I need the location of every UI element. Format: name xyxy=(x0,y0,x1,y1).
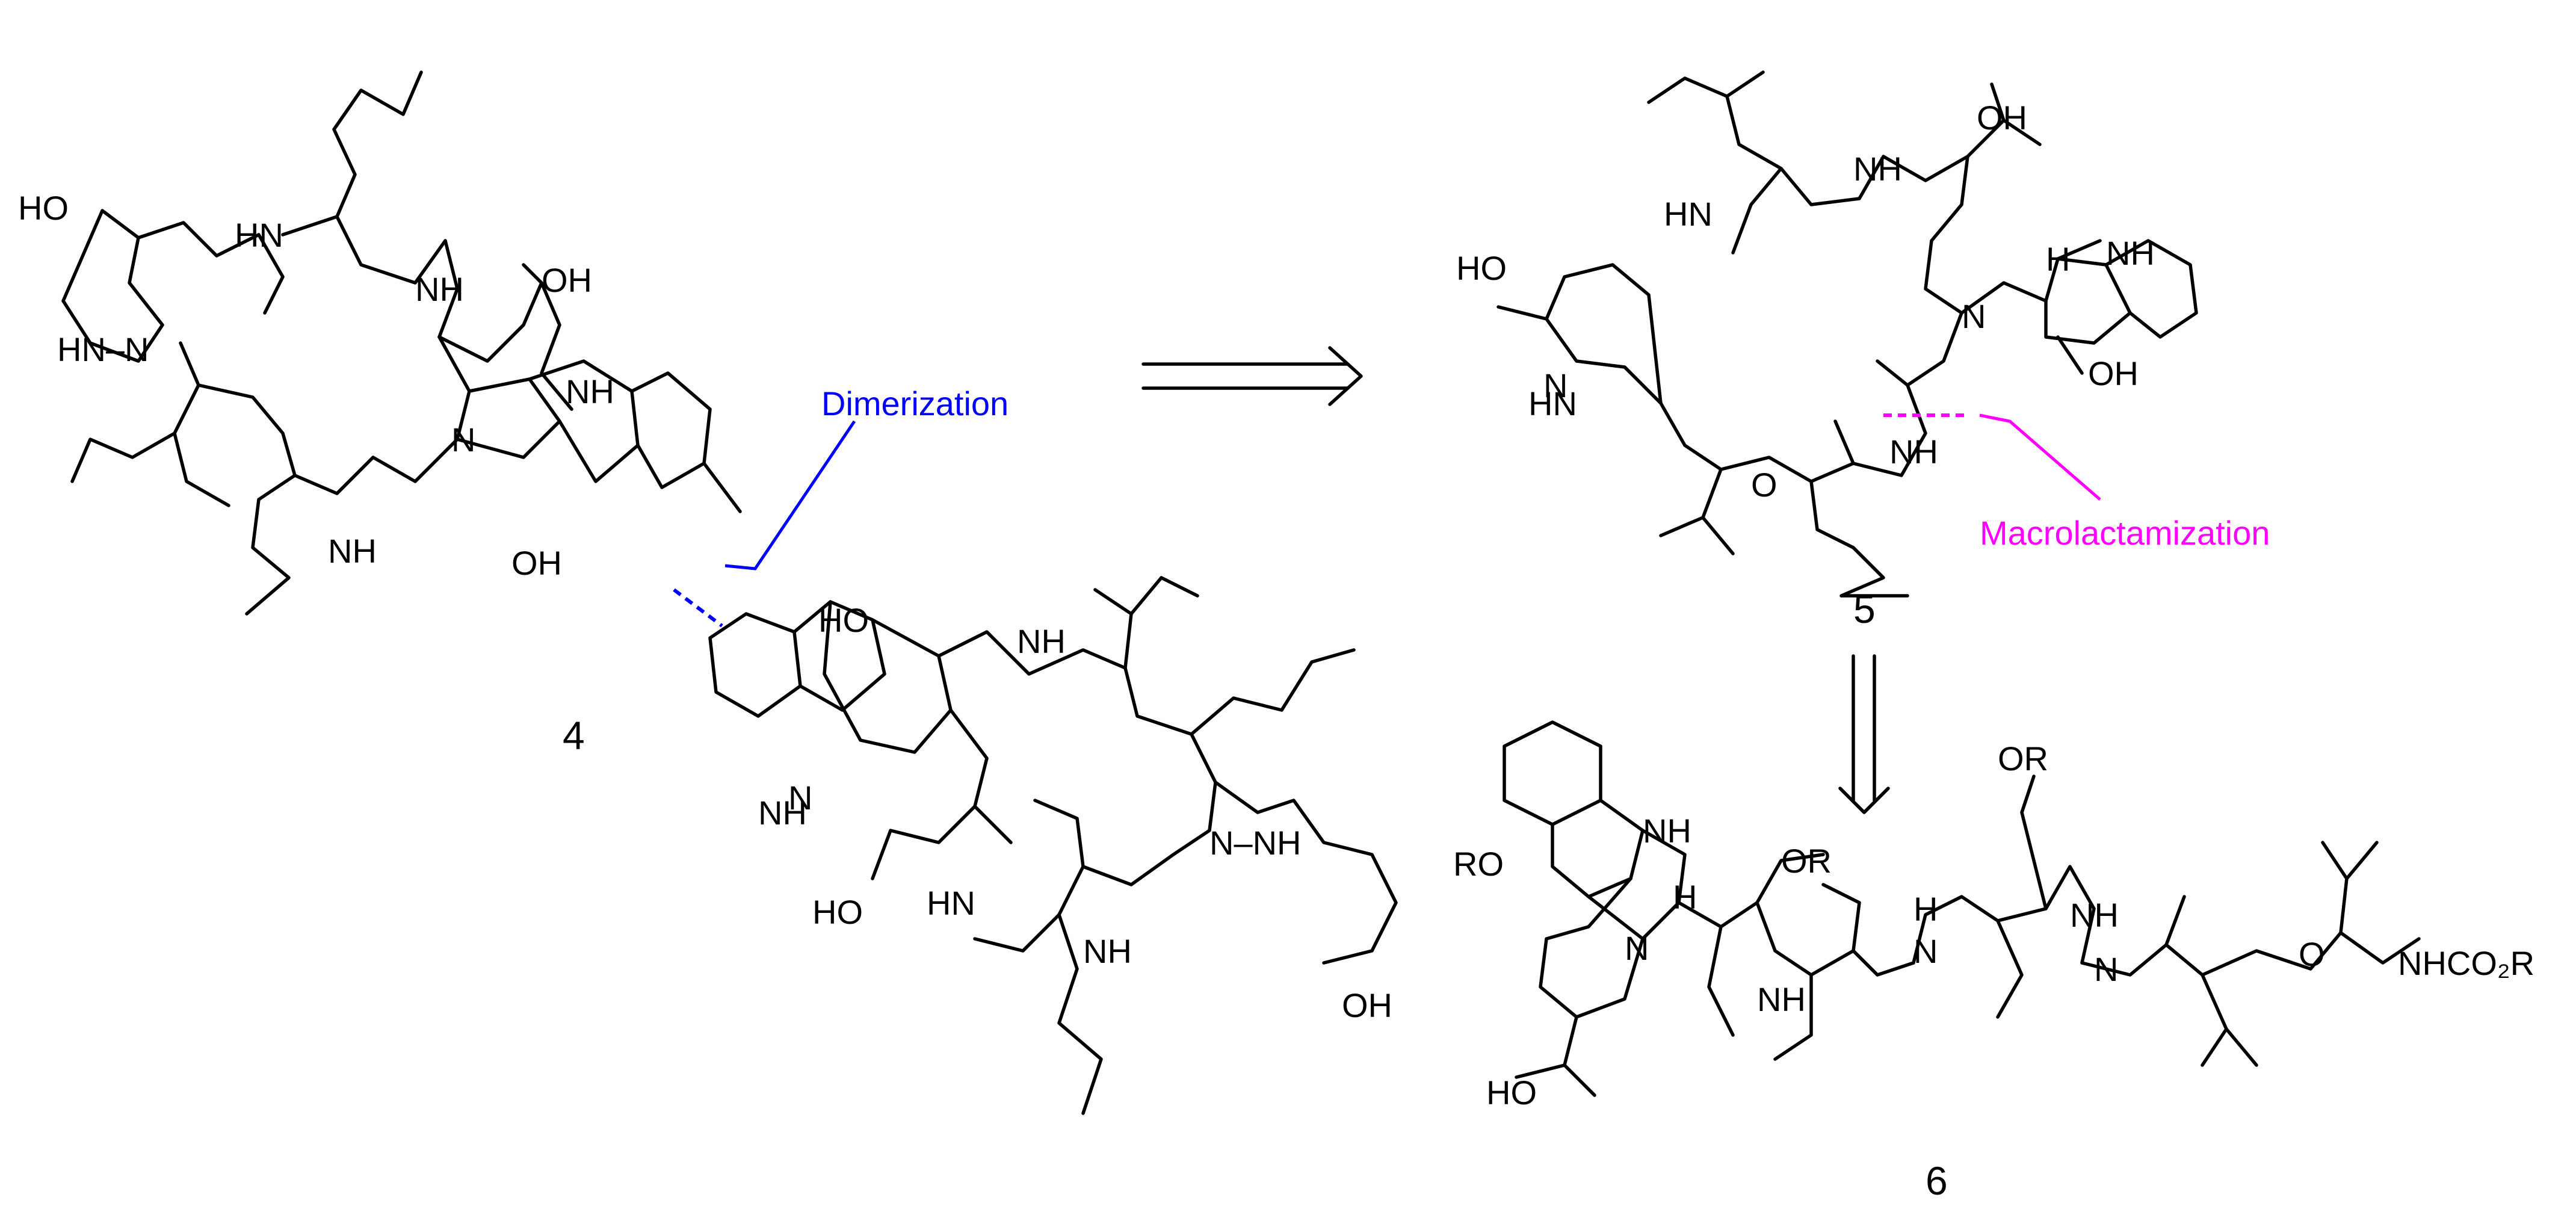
label-6-n-pip: N xyxy=(2094,950,2118,988)
label-nh: NH xyxy=(415,270,464,308)
label-5-nh-indoline: NH xyxy=(2106,234,2155,272)
label-ho: HO xyxy=(18,189,69,227)
retro-arrow-4-to-5 xyxy=(1141,346,1363,406)
label-6-or-pip: OR xyxy=(1998,740,2048,778)
label-5-h: H xyxy=(2046,240,2070,278)
compound-6-structure xyxy=(1503,720,2421,1097)
compound-4-lower-macrocycle xyxy=(708,576,1398,1115)
compound-4-label: 4 xyxy=(563,713,585,758)
label-6-h: H xyxy=(1673,878,1697,916)
label-6-or: OR xyxy=(1781,842,1832,880)
dimerization-label: Dimerization xyxy=(821,385,1008,422)
label-ho-lower-thr: HO xyxy=(812,893,863,931)
compound-5-atom-labels: HN NH OH HO N H NH OH N HN NH O xyxy=(1456,99,2155,504)
label-6-ro: RO xyxy=(1453,845,1504,883)
retro-arrow-5-to-6 xyxy=(1838,654,1890,814)
label-5-hn: HN xyxy=(1664,195,1713,233)
label-5-o-ester: O xyxy=(1751,466,1778,504)
label-6-nh-thr: NH xyxy=(1757,980,1806,1018)
label-nh-lower-leu: NH xyxy=(1083,932,1132,970)
label-6-nhco2r: NHCO₂R xyxy=(2398,944,2534,982)
compound-4-atom-labels: HO HN–N HN NH OH N NH OH NH HO NH N NH N… xyxy=(18,189,1392,1024)
label-5-ho: HO xyxy=(1456,249,1507,287)
label-6-nh: NH xyxy=(1643,812,1691,850)
compound-4-structure xyxy=(61,70,1398,1115)
label-5-oh: OH xyxy=(1977,99,2027,137)
label-oh-indoline: OH xyxy=(511,544,562,582)
label-hn: HN xyxy=(235,216,283,254)
label-oh: OH xyxy=(542,261,592,299)
label-5-n: N xyxy=(1962,297,1986,335)
label-6-h-amide: H xyxy=(1913,890,1938,928)
label-hnn: HN–N xyxy=(57,330,149,368)
label-hn-lower: HN xyxy=(927,884,975,922)
compound-5-structure xyxy=(1496,70,2198,598)
label-n-lower: N xyxy=(788,779,812,817)
label-nh-lower: NH xyxy=(1017,622,1066,660)
compound-6-label: 6 xyxy=(1926,1158,1948,1203)
compound-5-label: 5 xyxy=(1853,587,1876,631)
label-6-o-ester: O xyxy=(2299,935,2325,973)
label-n: N xyxy=(451,421,475,459)
macrolactamization-label: Macrolactamization xyxy=(1980,514,2270,552)
label-nh-lower-indoline: NH xyxy=(758,794,807,832)
label-nnh: N–NH xyxy=(1209,824,1301,862)
label-ho-lower: HO xyxy=(818,601,869,639)
label-nh-valine: NH xyxy=(328,532,377,570)
label-5-oh-indoline: OH xyxy=(2088,354,2139,392)
label-5-nh-val: NH xyxy=(1889,433,1938,471)
label-6-nh-pip: NH xyxy=(2070,896,2119,934)
label-6-n-amide: N xyxy=(1913,932,1938,970)
label-5-hn-pip: HN xyxy=(1528,385,1577,422)
label-5-nh: NH xyxy=(1853,150,1902,188)
label-6-ho: HO xyxy=(1486,1074,1537,1112)
compound-4-upper-macrocycle xyxy=(61,70,742,616)
label-nh-indoline: NH xyxy=(566,373,614,410)
label-6-n: N xyxy=(1625,929,1649,967)
label-oh-lower-pip: OH xyxy=(1342,986,1392,1024)
compound-6-atom-labels: RO NH OR H N HO OR H N NH NH N O NHCO₂R xyxy=(1453,740,2534,1112)
label-5-n-pip: N xyxy=(1543,366,1568,404)
